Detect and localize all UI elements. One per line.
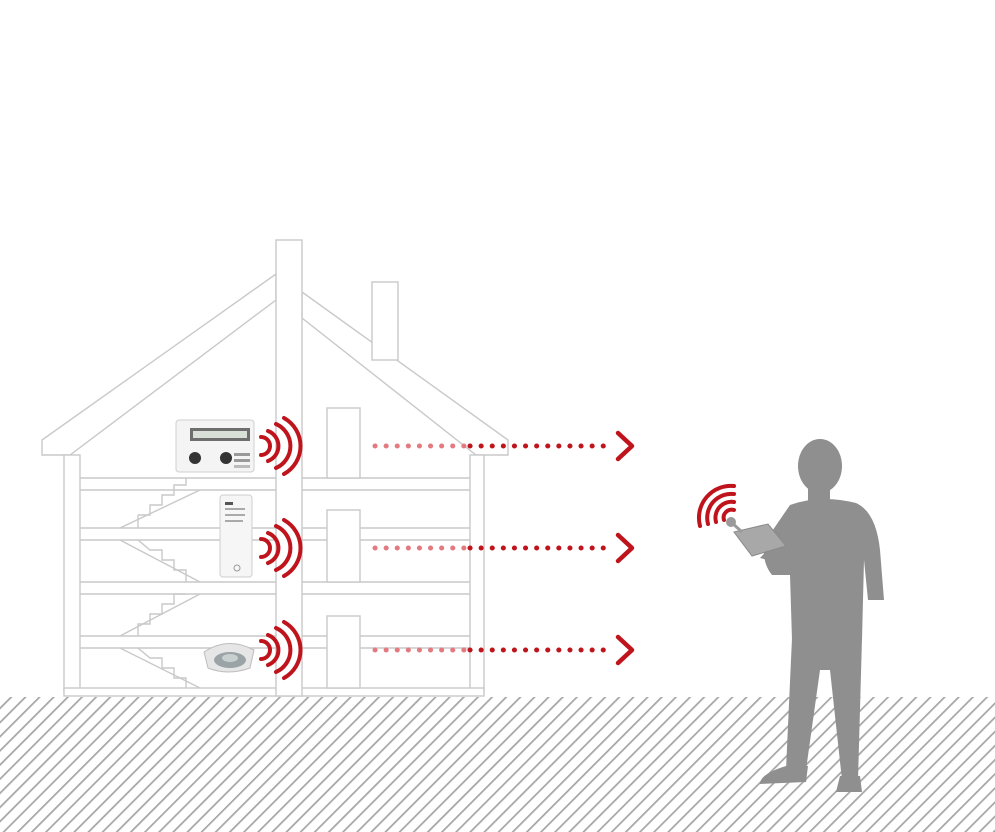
signal-arrow-middle (372, 532, 635, 564)
chimney-small (371, 281, 399, 361)
wall-right (469, 454, 485, 692)
radio-wave-icon-middle (259, 518, 303, 578)
door-bottom (326, 615, 361, 689)
foundation (63, 687, 485, 697)
signal-arrow-bottom (372, 634, 635, 666)
person-legs (786, 638, 862, 780)
person-foot-left (760, 766, 808, 784)
handheld-reader (733, 523, 787, 557)
meter-with-display-icon (175, 419, 255, 473)
heat-cost-allocator-display-device (175, 419, 255, 473)
ground-hatched (0, 697, 995, 832)
roof (41, 272, 277, 456)
wall-left (63, 454, 81, 692)
radio-wave-icon-bottom (259, 620, 303, 680)
person-arm (760, 545, 810, 570)
staircase (119, 478, 201, 689)
signal-arrow-top (372, 430, 635, 462)
radio-wave-icon-top (259, 416, 303, 476)
reader-radio-wave-icon (696, 483, 736, 528)
person-torso (764, 498, 884, 640)
room-temperature-sensor-device (219, 494, 253, 578)
door-top (326, 407, 361, 479)
signal-arrows (372, 430, 635, 666)
person-with-handheld-reader-icon (726, 439, 884, 792)
person-foot-right (836, 776, 862, 792)
door-middle (326, 509, 361, 583)
person-head (798, 439, 842, 493)
smoke-detector-device (203, 643, 255, 673)
device-radio-waves (259, 416, 303, 680)
